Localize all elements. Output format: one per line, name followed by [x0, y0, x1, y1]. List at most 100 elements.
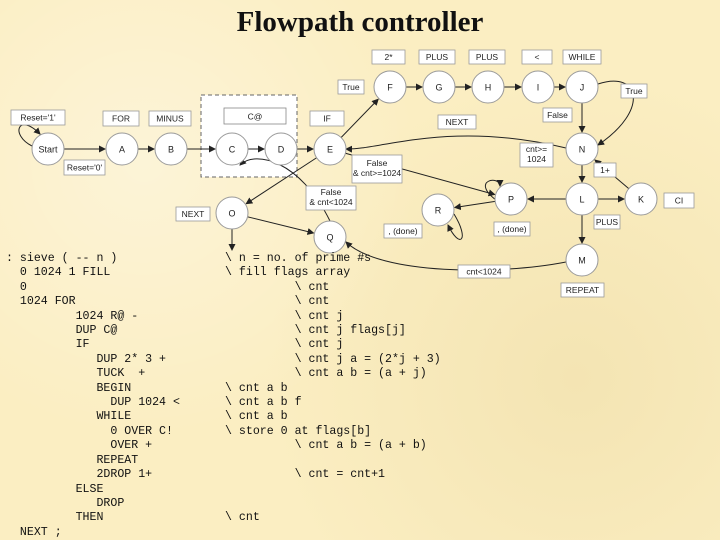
node-circle	[565, 182, 599, 216]
label-box-done: , (done)	[493, 221, 531, 237]
code-line: REPEAT	[6, 453, 139, 467]
node-e: E	[313, 132, 347, 166]
label-box-repeat: REPEAT	[560, 282, 605, 298]
label-box-text: True	[342, 82, 359, 92]
node-circle	[521, 70, 555, 104]
label-box-false: False	[542, 107, 573, 123]
label-box-text: False	[547, 110, 568, 120]
code-line: WHILE	[6, 410, 132, 424]
label-box-text: C@	[248, 111, 263, 121]
label-box-rect	[337, 79, 365, 95]
label-box-cnt-1024: cnt<1024	[457, 264, 511, 279]
node-circle	[565, 132, 599, 166]
node-p: P	[494, 182, 528, 216]
code-line: \ cnt a b	[225, 410, 288, 424]
label-box-rect	[560, 282, 605, 298]
label-box-next: NEXT	[175, 206, 211, 222]
code-line: \ cnt j flags[j]	[225, 324, 406, 338]
node-m: M	[565, 243, 599, 277]
node-k: K	[624, 182, 658, 216]
node-label: N	[579, 144, 586, 154]
label-box-rect	[663, 192, 695, 209]
label-box-1: 1+	[593, 162, 617, 178]
node-circle	[313, 132, 347, 166]
label-box-rect	[418, 49, 456, 65]
node-label: H	[485, 82, 492, 92]
node-j: J	[565, 70, 599, 104]
node-d: D	[264, 132, 298, 166]
node-label: Start	[38, 144, 58, 154]
label-box-text: cnt>=1024	[526, 144, 547, 164]
label-box-rect	[457, 264, 511, 279]
node-q: Q	[313, 220, 347, 254]
label-box-text: , (done)	[388, 226, 417, 236]
node-label: L	[579, 194, 584, 204]
label-box-text: , (done)	[497, 224, 526, 234]
code-line: BEGIN	[6, 381, 132, 395]
label-box-rect	[63, 159, 106, 176]
node-circle	[422, 70, 456, 104]
edge-o-q	[247, 216, 315, 235]
node-a: A	[105, 132, 139, 166]
label-box-done: , (done)	[383, 223, 423, 239]
node-r: R	[421, 193, 455, 227]
node-label: J	[580, 82, 585, 92]
code-line: \ cnt a b	[225, 381, 288, 395]
code-line: \ cnt = cnt+1	[225, 468, 386, 482]
code-line: TUCK +	[6, 367, 146, 381]
node-label: P	[508, 194, 514, 204]
code-listing-left: : sieve ( -- n ) 0 1024 1 FILL 0 1024 FO…	[6, 252, 180, 540]
code-line: 0	[6, 280, 27, 294]
code-line: \ fill flags array	[225, 266, 351, 280]
label-box-rect	[10, 109, 66, 126]
label-box-next: NEXT	[437, 114, 477, 130]
label-box-text: 1+	[600, 165, 610, 175]
label-box-false-cnt-1024: False& cnt>=1024	[351, 154, 403, 184]
node-f: F	[373, 70, 407, 104]
node-circle	[373, 70, 407, 104]
label-box-rect	[521, 49, 553, 65]
label-box-text: PLUS	[426, 52, 449, 62]
code-line: \ cnt j a = (2*j + 3)	[225, 352, 441, 366]
node-label: O	[228, 208, 235, 218]
label-box-text: Reset='0'	[67, 162, 103, 172]
code-line: DUP 2* 3 +	[6, 352, 167, 366]
label-box-text: NEXT	[446, 117, 469, 127]
label-box-plus: PLUS	[593, 214, 621, 230]
label-box-if: IF	[309, 110, 345, 127]
edge-m-q	[345, 241, 567, 271]
node-circle	[624, 182, 658, 216]
label-box-text: cnt<1024	[466, 266, 501, 276]
label-box-rect	[562, 49, 602, 65]
node-label: G	[435, 82, 442, 92]
node-label: K	[638, 194, 644, 204]
node-circle	[471, 70, 505, 104]
code-line: 2DROP 1+	[6, 468, 153, 482]
label-box-rect	[102, 110, 140, 127]
label-box-rect	[371, 49, 406, 65]
label-box-rect	[351, 154, 403, 184]
node-h: H	[471, 70, 505, 104]
code-line: \ n = no. of prime #s	[225, 252, 372, 265]
label-box-text: MINUS	[156, 113, 184, 123]
edge-start-reset-loop	[18, 124, 41, 147]
node-label: Q	[326, 232, 333, 242]
label-box-rect	[148, 110, 192, 127]
code-comments-right: \ n = no. of prime #s \ fill flags array…	[225, 252, 441, 526]
label-box-text: PLUS	[476, 52, 499, 62]
label-box-minus: MINUS	[148, 110, 192, 127]
node-circle	[421, 193, 455, 227]
code-line: \ cnt a b = (a + j)	[225, 367, 427, 381]
page-title: Flowpath controller	[236, 6, 484, 38]
node-l: L	[565, 182, 599, 216]
label-box-text: False& cnt>=1024	[353, 158, 401, 178]
label-box-rect	[309, 110, 345, 127]
node-start: Start	[31, 132, 65, 166]
node-label: C	[229, 144, 236, 154]
node-label: R	[435, 205, 442, 215]
code-line: IF	[6, 338, 90, 352]
code-line: 1024 R@ -	[6, 309, 139, 323]
code-line: \ cnt a b f	[225, 396, 302, 410]
